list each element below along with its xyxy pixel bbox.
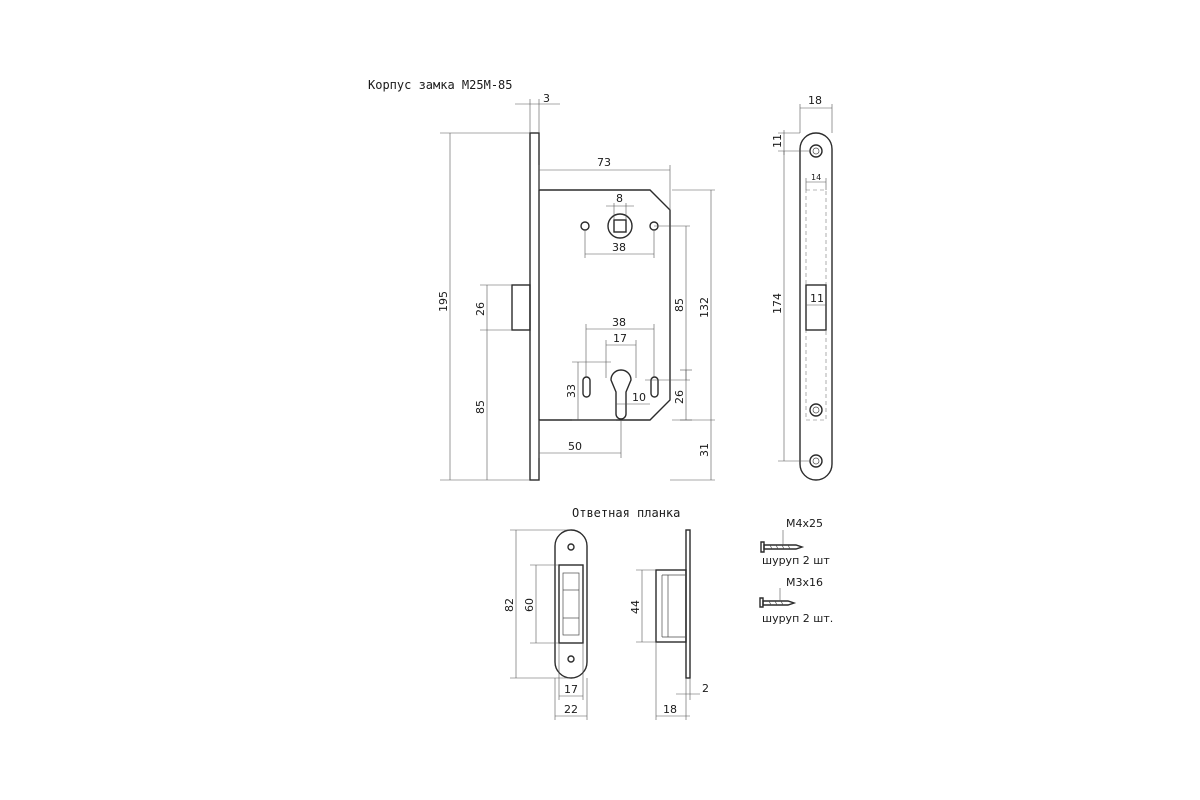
strike-hole-top — [567, 543, 575, 551]
spindle-hub — [607, 213, 633, 239]
latch-bolt — [511, 284, 531, 331]
screw-1-label: шуруп 2 шт — [762, 554, 830, 567]
dim-cylinder-neck: 10 — [632, 391, 646, 404]
screw-1-size: M4x25 — [786, 517, 823, 530]
strike-plate-title: Ответная планка — [572, 506, 680, 520]
strike-plate-front-view: 82 60 17 22 — [503, 529, 588, 720]
dim-faceplate-thickness: 3 — [543, 92, 550, 105]
strike-side-box — [655, 569, 687, 643]
cylinder-screw-slot-right — [650, 376, 659, 398]
strike-plate-side-view: 44 18 2 — [629, 529, 709, 720]
faceplate-latch-slot — [805, 284, 827, 331]
dim-strike-side-height: 44 — [629, 600, 642, 614]
dim-strike-box-width: 17 — [564, 683, 578, 696]
faceplate-outline — [799, 132, 833, 481]
cylinder-cutout — [610, 369, 632, 420]
cylinder-screw-slot-left — [582, 376, 591, 398]
dim-strike-side-depth: 18 — [663, 703, 677, 716]
dim-cylinder-to-bottom: 31 — [698, 443, 711, 457]
dim-cylinder-width: 17 — [613, 332, 627, 345]
dim-strike-box-height: 60 — [523, 598, 536, 612]
dim-spindle-to-cylinder: 85 — [673, 298, 686, 312]
dim-body-depth: 73 — [597, 156, 611, 169]
dim-faceplate-holes: 174 — [771, 293, 784, 314]
screw-2-size: M3x16 — [786, 576, 823, 589]
spindle-square — [613, 219, 627, 233]
screw-2-label: шуруп 2 шт. — [762, 612, 833, 625]
screw-m3x16: M3x16 шуруп 2 шт. — [759, 576, 833, 625]
dim-spindle-square: 8 — [616, 192, 623, 205]
strike-box-outer — [558, 564, 584, 644]
faceplate-edge — [529, 132, 540, 481]
dim-strike-plate-thickness: 2 — [702, 682, 709, 695]
dim-cylinder-holes: 38 — [612, 316, 626, 329]
strike-hole-bottom — [567, 655, 575, 663]
lock-body-title: Корпус замка М25М-85 — [368, 78, 513, 92]
dim-faceplate-width: 18 — [808, 94, 822, 107]
faceplate-side-view: 18 11 14 174 11 — [771, 94, 833, 481]
dim-cylinder-hole-height: 33 — [565, 384, 578, 398]
mount-hole-left — [580, 221, 590, 231]
dim-strike-height: 82 — [503, 598, 516, 612]
dim-latch-height: 26 — [474, 302, 487, 316]
dim-faceplate-latch: 14 — [811, 173, 821, 182]
dim-strike-width: 22 — [564, 703, 578, 716]
dim-cylinder-lower: 26 — [673, 390, 686, 404]
dim-bottom-to-latch: 85 — [474, 400, 487, 414]
dim-overall-height: 195 — [437, 291, 450, 312]
screw-m4x25: M4x25 шуруп 2 шт — [760, 517, 830, 567]
lock-body-front-view: 3 195 26 85 73 8 38 85 — [437, 92, 715, 481]
lock-case-outline — [539, 189, 671, 421]
dim-faceplate-slot: 11 — [810, 292, 824, 305]
dim-backset: 50 — [568, 440, 582, 453]
dim-body-height: 132 — [698, 297, 711, 318]
dim-faceplate-top-hole: 11 — [771, 134, 784, 148]
dim-spindle-holes: 38 — [612, 241, 626, 254]
